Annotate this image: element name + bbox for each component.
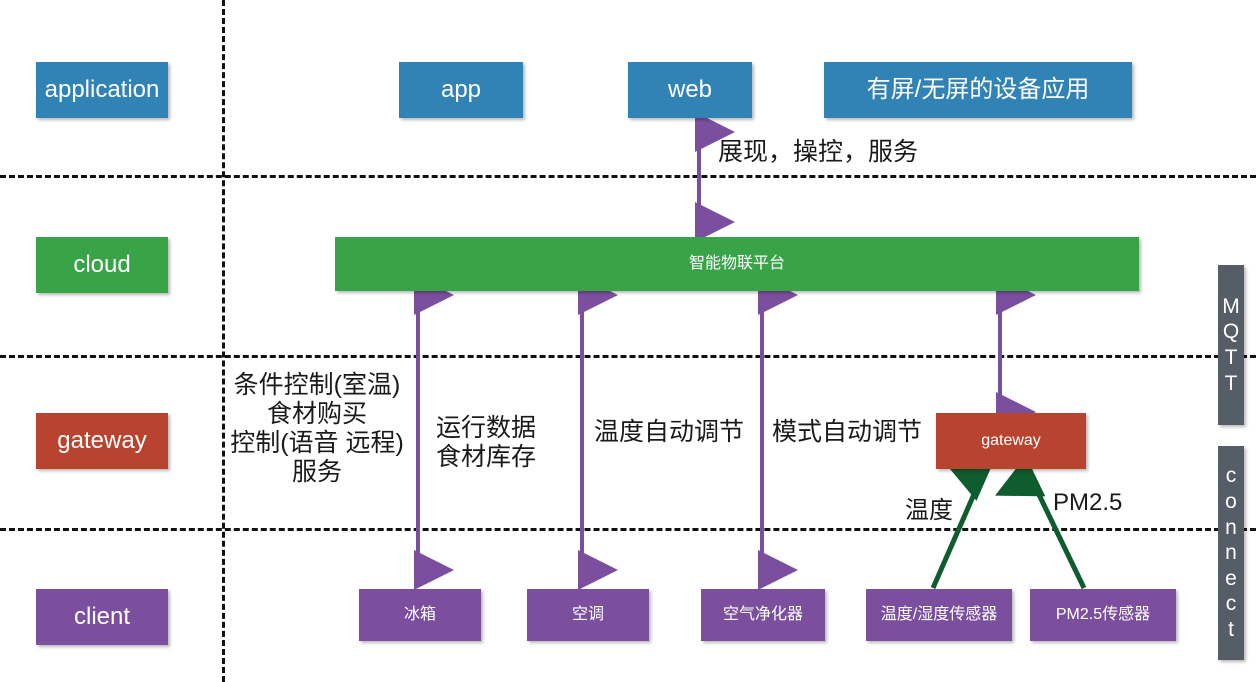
layer-label-gateway: gateway	[36, 413, 168, 469]
gateway-annotation-temperature-auto: 温度自动调节	[594, 418, 745, 446]
client-node-refrigerator[interactable]: 冰箱	[359, 589, 481, 641]
protocol-bar-connect-letter: o	[1225, 489, 1237, 513]
protocol-bar-mqtt: M Q T T	[1218, 265, 1244, 425]
app-node-device-application[interactable]: 有屏/无屏的设备应用	[824, 62, 1132, 118]
layer-label-application: application	[36, 62, 168, 118]
protocol-bar-mqtt-letter: M	[1222, 294, 1240, 318]
protocol-bar-mqtt-letter: Q	[1222, 320, 1240, 344]
separator-cloud-gateway	[0, 355, 1256, 358]
arrow-temp-sensor-to-gateway	[930, 459, 995, 590]
app-node-web[interactable]: web	[628, 62, 752, 118]
protocol-bar-connect-letter: c	[1225, 464, 1237, 488]
protocol-bar-connect-letter: n	[1225, 541, 1237, 565]
protocol-bar-connect: c o n n e c t	[1218, 446, 1244, 660]
gateway-annotation-mode-auto: 模式自动调节	[772, 418, 923, 446]
gateway-node[interactable]: gateway	[936, 413, 1086, 469]
protocol-bar-connect-letter: n	[1225, 515, 1237, 539]
client-node-air-conditioner[interactable]: 空调	[527, 589, 649, 641]
app-node-app[interactable]: app	[399, 62, 523, 118]
protocol-bar-connect-letter: e	[1225, 566, 1237, 590]
edge-label-pm25: PM2.5	[1053, 489, 1123, 516]
protocol-bar-connect-letter: c	[1225, 592, 1237, 616]
protocol-bar-connect-letter: t	[1228, 618, 1234, 642]
cloud-platform-bar[interactable]: 智能物联平台	[335, 237, 1139, 291]
layer-label-client: client	[36, 589, 168, 645]
layer-label-cloud: cloud	[36, 237, 168, 293]
separator-layer-column	[222, 0, 225, 682]
edge-label-temperature: 温度	[905, 497, 953, 524]
gateway-annotation-runtime-data: 运行数据 食材库存	[435, 414, 536, 471]
separator-application-cloud	[0, 175, 1256, 178]
client-node-pm25-sensor[interactable]: PM2.5传感器	[1030, 589, 1176, 641]
gateway-annotation-control: 条件控制(室温) 食材购买 控制(语音 远程) 服务	[230, 371, 404, 486]
protocol-bar-mqtt-letter: T	[1224, 346, 1238, 369]
separator-gateway-client	[0, 528, 1256, 531]
client-node-temp-humidity-sensor[interactable]: 温度/湿度传感器	[866, 589, 1012, 641]
client-node-air-purifier[interactable]: 空气净化器	[701, 589, 825, 641]
protocol-bar-mqtt-letter: T	[1224, 371, 1238, 395]
edge-label-app-to-cloud: 展现，操控，服务	[718, 138, 919, 166]
